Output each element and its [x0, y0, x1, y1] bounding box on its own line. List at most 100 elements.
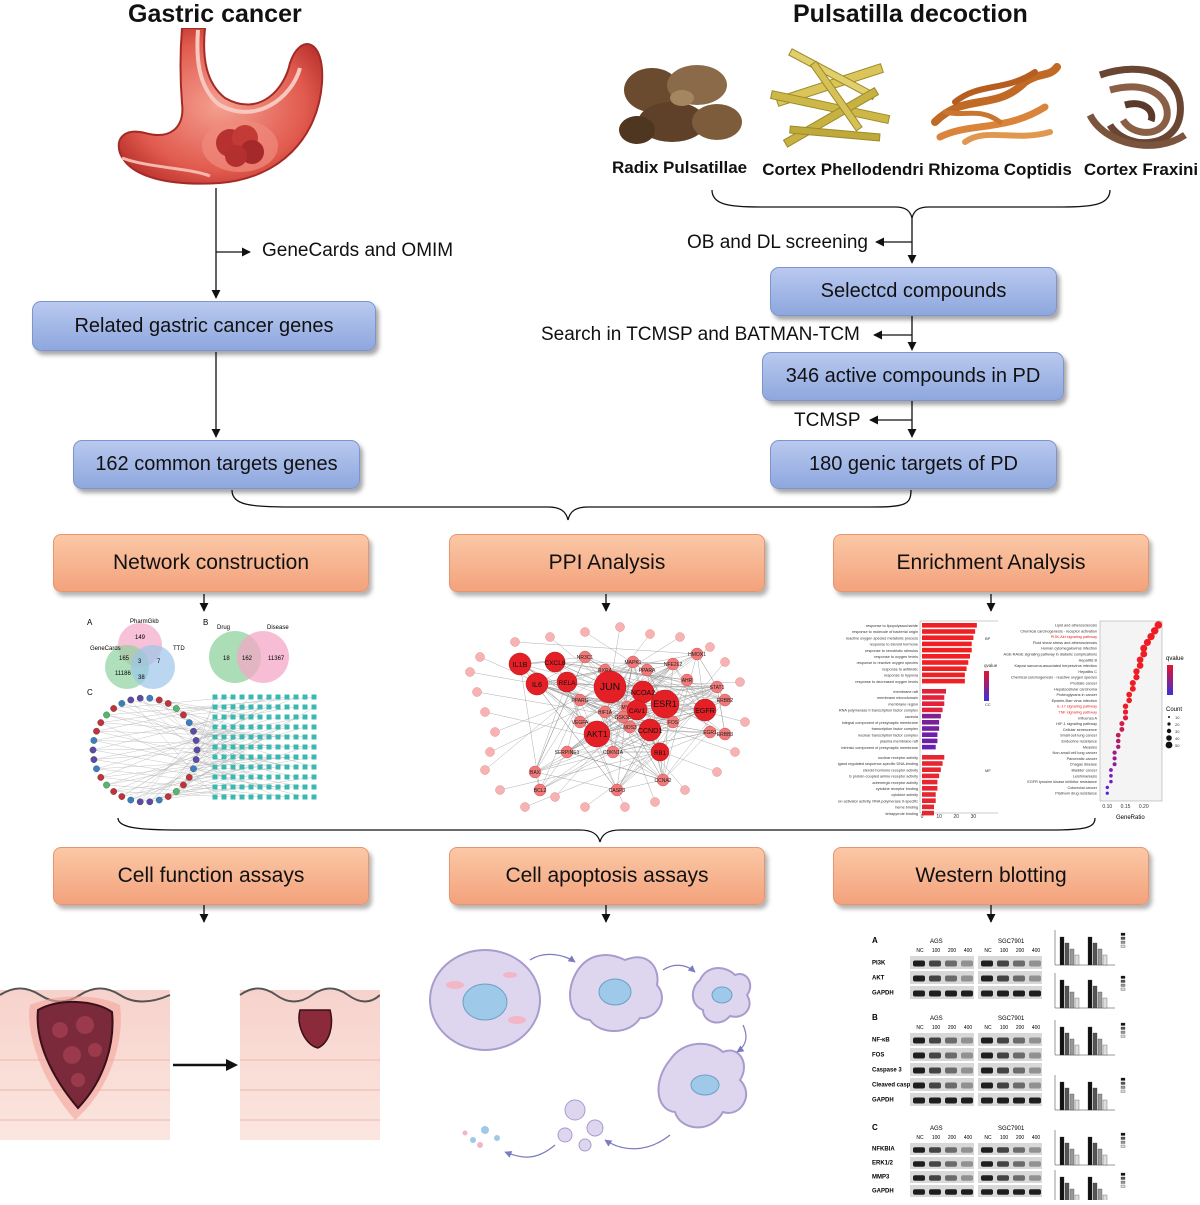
wb-dose-label: 100: [932, 1025, 941, 1031]
herb-name-rhizoma-coptidis: Rhizoma Coptidis: [928, 160, 1072, 179]
wb-band: [1013, 990, 1025, 997]
wb-band: [997, 1161, 1009, 1167]
network-compound-node: [221, 774, 227, 780]
network-compound-node: [230, 734, 236, 740]
ppi-edge: [716, 686, 726, 735]
network-compound-node: [212, 764, 218, 770]
wb-mini-legend: [1120, 1144, 1126, 1148]
network-edge: [196, 726, 279, 751]
kegg-axis-tick: 0.10: [1102, 804, 1112, 810]
network-edge: [96, 768, 252, 788]
go-term-label: membrane raft: [893, 690, 919, 694]
ppi-node-label: GSK3B: [615, 715, 632, 721]
network-compound-node: [230, 724, 236, 730]
venn-a-num-2: 165: [119, 656, 130, 662]
kegg-dot: [1115, 738, 1121, 744]
wb-mini-legend: [1120, 1089, 1126, 1093]
network-edge: [193, 696, 270, 732]
go-term-label: caveola: [905, 715, 919, 719]
go-term-label: tetrapyrrole binding: [885, 812, 918, 816]
wb-mini-legend: [1120, 1132, 1126, 1136]
network-compound-node: [302, 754, 308, 760]
network-compound-node: [284, 734, 290, 740]
wb-band: [1029, 960, 1041, 967]
wb-blot-bg: [910, 1063, 974, 1076]
network-compound-node: [257, 694, 263, 700]
network-compound-node: [248, 784, 254, 790]
network-compound-node: [257, 784, 263, 790]
wb-band: [1029, 1082, 1041, 1089]
ppi-node: [560, 745, 574, 759]
ppi-hub-label: RB1: [654, 751, 666, 757]
wb-dose-label: NC: [916, 1135, 924, 1141]
network-edge: [189, 722, 261, 738]
go-bar: [922, 647, 972, 653]
network-target-node: [172, 705, 180, 712]
wb-band: [945, 1161, 957, 1167]
ppi-node-label: ERBB3: [717, 732, 734, 738]
kegg-dot: [1143, 638, 1151, 646]
ppi-edge: [539, 751, 568, 791]
wb-panel-b-label: B: [872, 1013, 878, 1022]
network-compound-node: [212, 694, 218, 700]
panel-label-c: C: [87, 688, 93, 697]
kegg-dot: [1105, 791, 1109, 795]
go-term-label: G protein-coupled amine receptor activit…: [849, 775, 918, 779]
ppi-edge: [609, 686, 664, 781]
ppi-edge: [499, 751, 661, 791]
network-compound-node: [275, 704, 281, 710]
wb-dose-label: 100: [1000, 1025, 1009, 1031]
ppi-peripheral-node: [580, 627, 590, 637]
wb-band: [1029, 1147, 1041, 1153]
enrichment-analysis-box: Enrichment Analysis: [833, 534, 1149, 592]
wb-c-group-sgc: SGC7901: [998, 1126, 1025, 1132]
wb-mini-legend: [1120, 944, 1126, 948]
network-compound-node: [302, 784, 308, 790]
wb-mini-bar: [1092, 942, 1098, 966]
kegg-term-label: Cellular senescence: [1063, 728, 1097, 732]
wb-band: [945, 1037, 957, 1044]
wb-a-group-ags: AGS: [930, 939, 943, 945]
wb-mini-bar: [1097, 1093, 1103, 1111]
go-term-label: response to reactive oxygen species: [857, 661, 919, 665]
network-construction-figure: A B C PharmGkb GeneCards TTD 149 165 3 7…: [87, 618, 317, 806]
network-compound-node: [239, 694, 245, 700]
network-edge: [168, 703, 243, 748]
wb-blot-bg: [910, 986, 974, 999]
network-compound-node: [293, 764, 299, 770]
network-compound-node: [239, 764, 245, 770]
network-compound-node: [248, 714, 254, 720]
network-compound-node: [239, 724, 245, 730]
ppi-peripheral-node: [645, 629, 655, 639]
wb-band: [981, 960, 993, 967]
go-term-label: response to steroid hormone: [870, 643, 918, 647]
ppi-node-label: EGR1: [703, 730, 717, 736]
network-compound-node: [266, 694, 272, 700]
network-compound-node: [293, 734, 299, 740]
kegg-dot: [1140, 644, 1148, 652]
wb-mini-bar: [1069, 991, 1075, 1009]
wb-band: [997, 1175, 1009, 1181]
kegg-term-label: TNF signaling pathway: [1058, 711, 1097, 715]
wb-band: [929, 1067, 941, 1074]
go-bar: [922, 635, 974, 640]
kegg-count-dot: [1165, 741, 1173, 749]
network-target-node: [190, 727, 197, 735]
ppi-edge: [484, 669, 606, 771]
network-compound-node: [212, 754, 218, 760]
wb-band: [913, 1097, 925, 1104]
wb-mini-bar: [1087, 979, 1093, 1009]
go-group-label: CC: [985, 702, 991, 707]
go-term-label: integral component of presynaptic membra…: [842, 721, 918, 725]
network-compound-node: [221, 704, 227, 710]
go-bar: [922, 804, 934, 810]
wb-blot-bg: [978, 1048, 1042, 1061]
ppi-edge: [494, 686, 611, 733]
network-compound-node: [266, 734, 272, 740]
wb-mini-legend: [1120, 1026, 1126, 1030]
network-target-node: [136, 798, 144, 806]
wb-mini-bar: [1069, 948, 1075, 966]
network-compound-node: [275, 754, 281, 760]
network-target-node: [103, 781, 110, 789]
ppi-hub-label: CCND1: [638, 727, 663, 735]
